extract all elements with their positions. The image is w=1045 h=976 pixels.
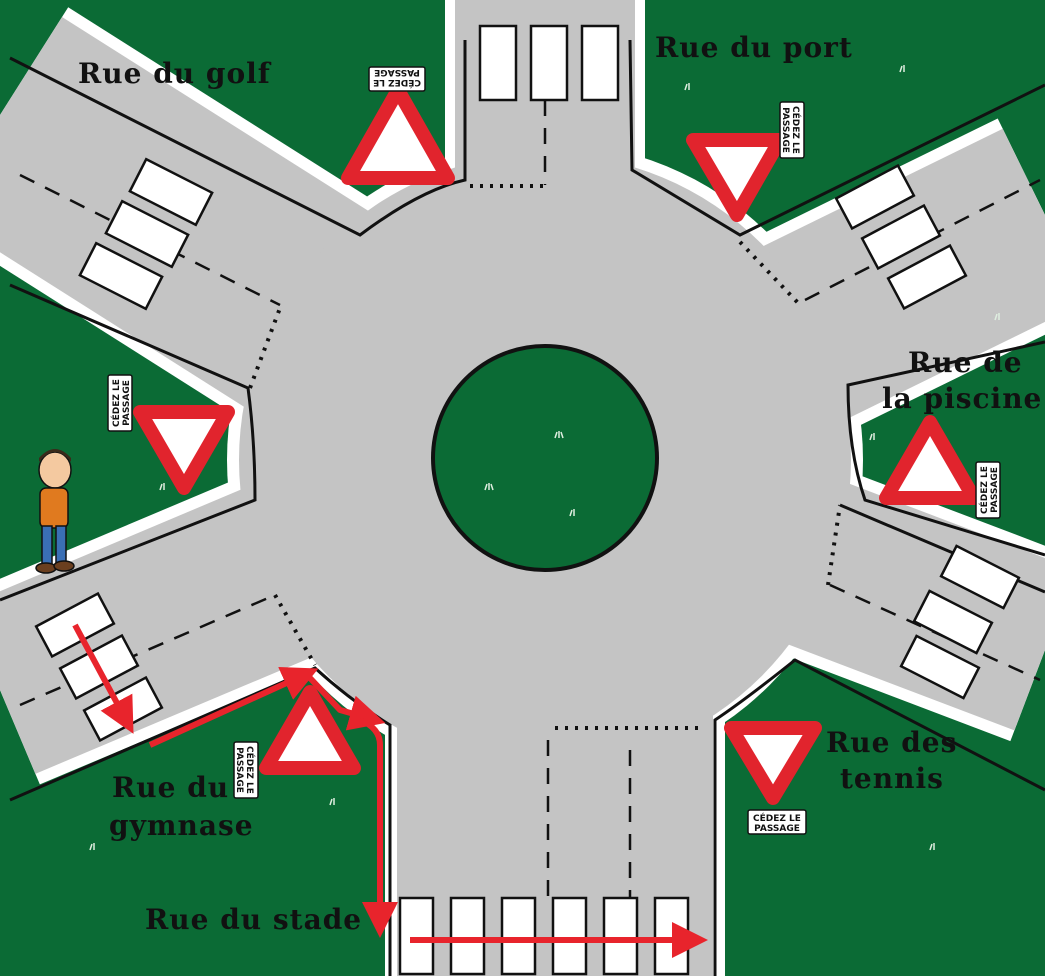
route-arrows	[72, 623, 708, 958]
crosswalk-stripe	[912, 589, 994, 655]
crosswalks	[34, 24, 1021, 976]
yield-sign-tennis: CÉDEZ LE PASSAGE	[724, 721, 822, 835]
street-label-gymnase-line-1: Rue du	[112, 771, 229, 804]
sign-plate	[975, 461, 1001, 519]
crosswalk-stripe	[580, 24, 620, 102]
sign-plate	[107, 374, 133, 432]
yield-sign-port: CÉDEZ LE PASSAGE	[686, 101, 805, 222]
crosswalk-stripe	[939, 544, 1021, 610]
crosswalk-stripe	[551, 896, 588, 976]
yield-sign-icon	[879, 415, 981, 505]
route-arrow-icon	[72, 623, 134, 734]
central-island	[431, 344, 659, 572]
sign-plate-line-1: CÉDEZ LE	[978, 466, 990, 514]
crosswalk-stripe	[449, 896, 486, 976]
yield-sign-icon	[133, 405, 235, 495]
sign-plate-line-1: CÉDEZ LE	[244, 746, 256, 794]
route-arrow-icon	[307, 675, 386, 731]
sign-plate-line-1: CÉDEZ LE	[790, 106, 802, 154]
give-way-lines	[248, 184, 842, 730]
sign-plate	[747, 809, 807, 835]
street-label-piscine-line-2: la piscine	[882, 382, 1042, 415]
street-label-tennis-line-1: Rue des	[826, 726, 957, 759]
yield-sign-icon	[259, 685, 361, 775]
crosswalk-stripe	[834, 163, 916, 231]
sign-plate-line-2: PASSAGE	[374, 67, 420, 77]
crosswalk-stripe	[602, 896, 639, 976]
crosswalk-stripe	[128, 157, 214, 227]
crosswalk-stripe	[104, 199, 190, 269]
crosswalk-stripe	[500, 896, 537, 976]
crosswalk-stripe	[886, 243, 968, 311]
crosswalk-stripe	[860, 203, 942, 271]
yield-sign-piscine: CÉDEZ LE PASSAGE	[879, 415, 1001, 519]
crosswalk-stripe	[398, 896, 435, 976]
sign-plate-line-1: CÉDEZ LE	[753, 812, 801, 824]
sign-plate-line-2: PASSAGE	[234, 747, 244, 793]
crosswalk-stripe	[529, 24, 569, 102]
street-label-gymnase-line-2: gymnase	[109, 809, 254, 842]
sign-plate-line-2: PASSAGE	[780, 107, 790, 153]
street-label-golf: Rue du golf	[78, 57, 272, 90]
sign-plate	[368, 66, 426, 92]
crosswalk-stripe	[899, 634, 981, 700]
pedestrian-figure-icon	[35, 449, 75, 574]
road-edge-lines	[0, 39, 1045, 976]
yield-sign-icon	[686, 133, 787, 222]
crosswalk-stripe	[78, 241, 164, 311]
sign-plate-line-2: PASSAGE	[990, 467, 1000, 513]
crosswalk-stripe	[653, 896, 690, 976]
street-label-piscine-line-1: Rue de	[908, 346, 1023, 379]
street-label-port: Rue du port	[655, 31, 853, 64]
yield-sign-stade: CÉDEZ LE PASSAGE	[233, 685, 361, 799]
route-arrow-icon	[358, 717, 398, 938]
sign-plate-line-2: PASSAGE	[122, 380, 132, 426]
yield-sign-icon	[341, 83, 455, 185]
yield-sign-icon	[724, 721, 822, 805]
route-arrow-icon	[148, 667, 319, 748]
grass-tuft-icon	[89, 65, 1000, 851]
yield-sign-golf: CÉDEZ LE PASSAGE	[341, 66, 455, 185]
crosswalk-stripe	[478, 24, 518, 102]
street-label-tennis-line-2: tennis	[840, 762, 944, 795]
sign-plate	[233, 741, 259, 799]
sign-plate-line-2: PASSAGE	[754, 824, 800, 834]
sign-plate	[779, 101, 805, 159]
sign-plate-line-1: CÉDEZ LE	[373, 77, 421, 89]
street-label-stade: Rue du stade	[145, 903, 362, 936]
sign-plate-line-1: CÉDEZ LE	[110, 379, 122, 427]
yield-sign-gymnase-left: CÉDEZ LE PASSAGE	[107, 374, 235, 495]
